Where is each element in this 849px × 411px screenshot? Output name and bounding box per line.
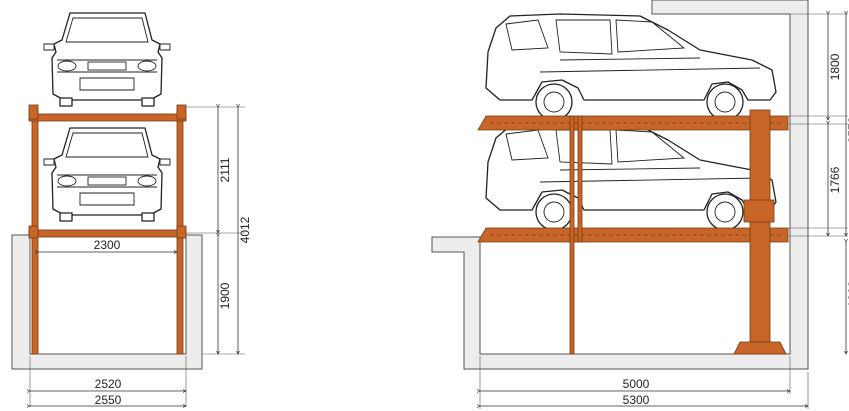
side-pit-wall xyxy=(431,0,809,370)
dim-1800-label: 1800 xyxy=(828,53,842,80)
dim-1766-label: 1766 xyxy=(828,166,842,193)
dim-front-pit-inner-width: 2520 xyxy=(30,377,186,391)
dim-side-height-partial: 2572 xyxy=(846,14,849,236)
dim-front-inner-width: 2300 xyxy=(38,238,177,252)
dim-side-pit-depth: 1900 xyxy=(846,242,849,354)
front-lower-platform xyxy=(28,229,187,238)
dim-2520-label: 2520 xyxy=(95,377,122,391)
dim-side-pit-length: 5300 xyxy=(480,393,808,407)
dim-side-upper-clearance: 1800 xyxy=(828,14,842,120)
side-view: 1800 2572 1766 1900 5000 5300 xyxy=(431,0,849,409)
dim-5000-label: 5000 xyxy=(623,377,650,391)
dim-front-pit-depth: 1900 xyxy=(218,236,232,354)
side-main-column xyxy=(749,109,771,343)
front-pit-wall xyxy=(11,234,203,370)
side-car-upper xyxy=(485,13,777,121)
dim-front-pit-outer-width: 2550 xyxy=(30,393,186,407)
dim-2111-label: 2111 xyxy=(218,157,232,182)
dim-1900-side-label: 1900 xyxy=(846,280,849,307)
front-car-lower xyxy=(43,127,171,222)
front-view: 2300 2111 4012 1900 2520 2550 xyxy=(11,12,252,407)
side-front-post-b xyxy=(577,115,583,243)
side-column-bracket xyxy=(743,199,775,223)
front-car-upper xyxy=(43,12,171,107)
dim-5300-label: 5300 xyxy=(623,393,650,407)
front-lower-platform-cap-right xyxy=(176,225,187,239)
side-front-post-a xyxy=(569,115,575,355)
side-column-base xyxy=(733,341,787,355)
dim-4012-label: 4012 xyxy=(238,216,252,243)
front-upper-platform xyxy=(28,113,187,122)
dim-2572-label: 2572 xyxy=(846,116,849,143)
dim-side-lower-clearance: 1766 xyxy=(828,124,842,236)
dim-front-platform-spacing: 2111 xyxy=(218,107,232,233)
front-upper-platform-cap-right xyxy=(176,104,187,120)
front-upper-platform-cap-left xyxy=(28,104,39,120)
dim-front-overall-height: 4012 xyxy=(238,107,252,354)
dim-side-platform-length: 5000 xyxy=(480,377,790,391)
side-car-lower xyxy=(485,123,777,231)
dim-2300-label: 2300 xyxy=(94,238,121,252)
dim-1900-front-label: 1900 xyxy=(218,282,232,309)
front-lower-platform-cap-left xyxy=(28,225,39,239)
dim-2550-label: 2550 xyxy=(95,393,122,407)
